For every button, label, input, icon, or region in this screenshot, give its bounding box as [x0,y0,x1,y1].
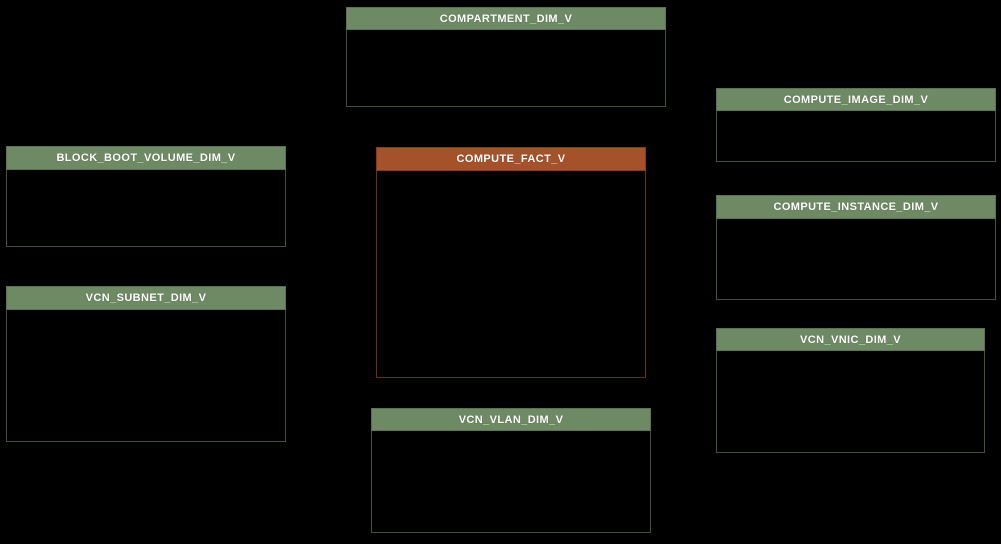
table-header[interactable]: VCN_VNIC_DIM_V [716,328,985,351]
table-body[interactable] [376,171,646,378]
table-header[interactable]: COMPUTE_FACT_V [376,147,646,171]
table-header[interactable]: VCN_SUBNET_DIM_V [6,286,286,310]
table-node-vcn-vnic-dim-v[interactable]: VCN_VNIC_DIM_V [716,328,985,453]
table-title: COMPUTE_INSTANCE_DIM_V [773,201,939,213]
table-header[interactable]: COMPARTMENT_DIM_V [346,7,666,30]
table-body[interactable] [716,219,996,300]
table-header[interactable]: COMPUTE_IMAGE_DIM_V [716,88,996,111]
table-body[interactable] [6,310,286,442]
table-node-vcn-subnet-dim-v[interactable]: VCN_SUBNET_DIM_V [6,286,286,442]
table-node-block-boot-volume-dim-v[interactable]: BLOCK_BOOT_VOLUME_DIM_V [6,146,286,247]
table-title: BLOCK_BOOT_VOLUME_DIM_V [56,152,236,164]
table-title: COMPUTE_FACT_V [456,153,566,165]
table-header[interactable]: VCN_VLAN_DIM_V [371,408,651,431]
table-title: VCN_VLAN_DIM_V [458,413,564,426]
table-title: VCN_VNIC_DIM_V [800,333,901,346]
table-title: COMPUTE_IMAGE_DIM_V [783,93,929,106]
table-body[interactable] [6,170,286,247]
table-body[interactable] [716,351,985,453]
table-title: VCN_SUBNET_DIM_V [85,292,207,304]
table-header[interactable]: BLOCK_BOOT_VOLUME_DIM_V [6,146,286,170]
table-node-compartment-dim-v[interactable]: COMPARTMENT_DIM_V [346,7,666,107]
table-header[interactable]: COMPUTE_INSTANCE_DIM_V [716,195,996,219]
table-node-compute-fact-v[interactable]: COMPUTE_FACT_V [376,147,646,378]
table-body[interactable] [371,431,651,533]
table-node-vcn-vlan-dim-v[interactable]: VCN_VLAN_DIM_V [371,408,651,533]
table-title: COMPARTMENT_DIM_V [439,12,573,25]
table-body[interactable] [716,111,996,162]
table-body[interactable] [346,30,666,107]
table-node-compute-image-dim-v[interactable]: COMPUTE_IMAGE_DIM_V [716,88,996,162]
table-node-compute-instance-dim-v[interactable]: COMPUTE_INSTANCE_DIM_V [716,195,996,300]
